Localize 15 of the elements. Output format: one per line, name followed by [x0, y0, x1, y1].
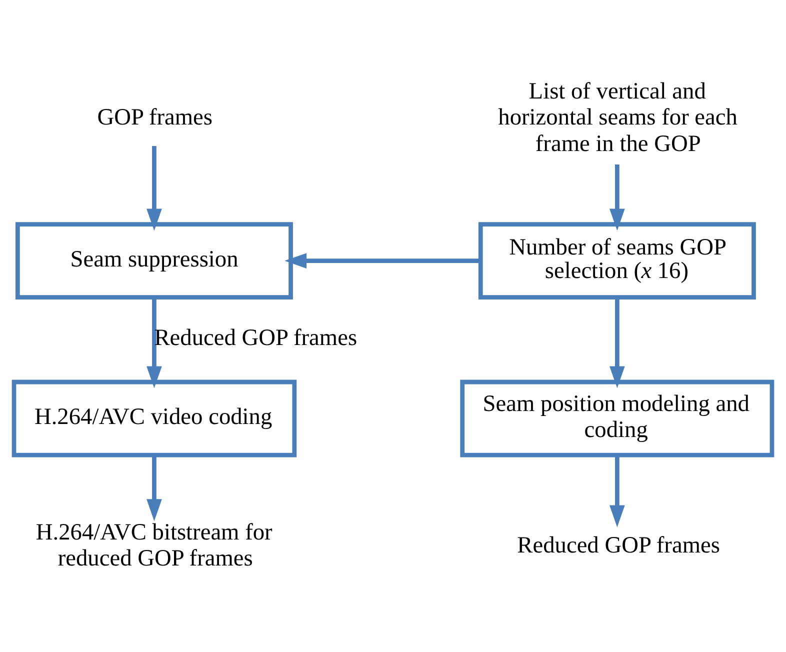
- node-box: Seam position modeling and coding: [460, 379, 774, 457]
- arrow: [284, 252, 480, 268]
- node-text: List of vertical and horizontal seams for each frame in the GOP: [498, 78, 738, 156]
- arrow: [610, 164, 625, 230]
- arrow: [146, 455, 162, 521]
- node-box: Seam suppression: [15, 222, 293, 299]
- node-text: GOP frames: [97, 104, 213, 130]
- node-box: Number of seams GOP selection (x 16): [478, 222, 756, 299]
- node-box: H.264/AVC video coding: [12, 379, 297, 457]
- node-text: Reduced GOP frames: [517, 532, 720, 558]
- arrow: [610, 296, 625, 388]
- arrow: [146, 146, 162, 230]
- arrow: [610, 455, 625, 527]
- node-text: H.264/AVC bitstream for reduced GOP frames: [36, 518, 272, 572]
- arrow: [146, 296, 162, 388]
